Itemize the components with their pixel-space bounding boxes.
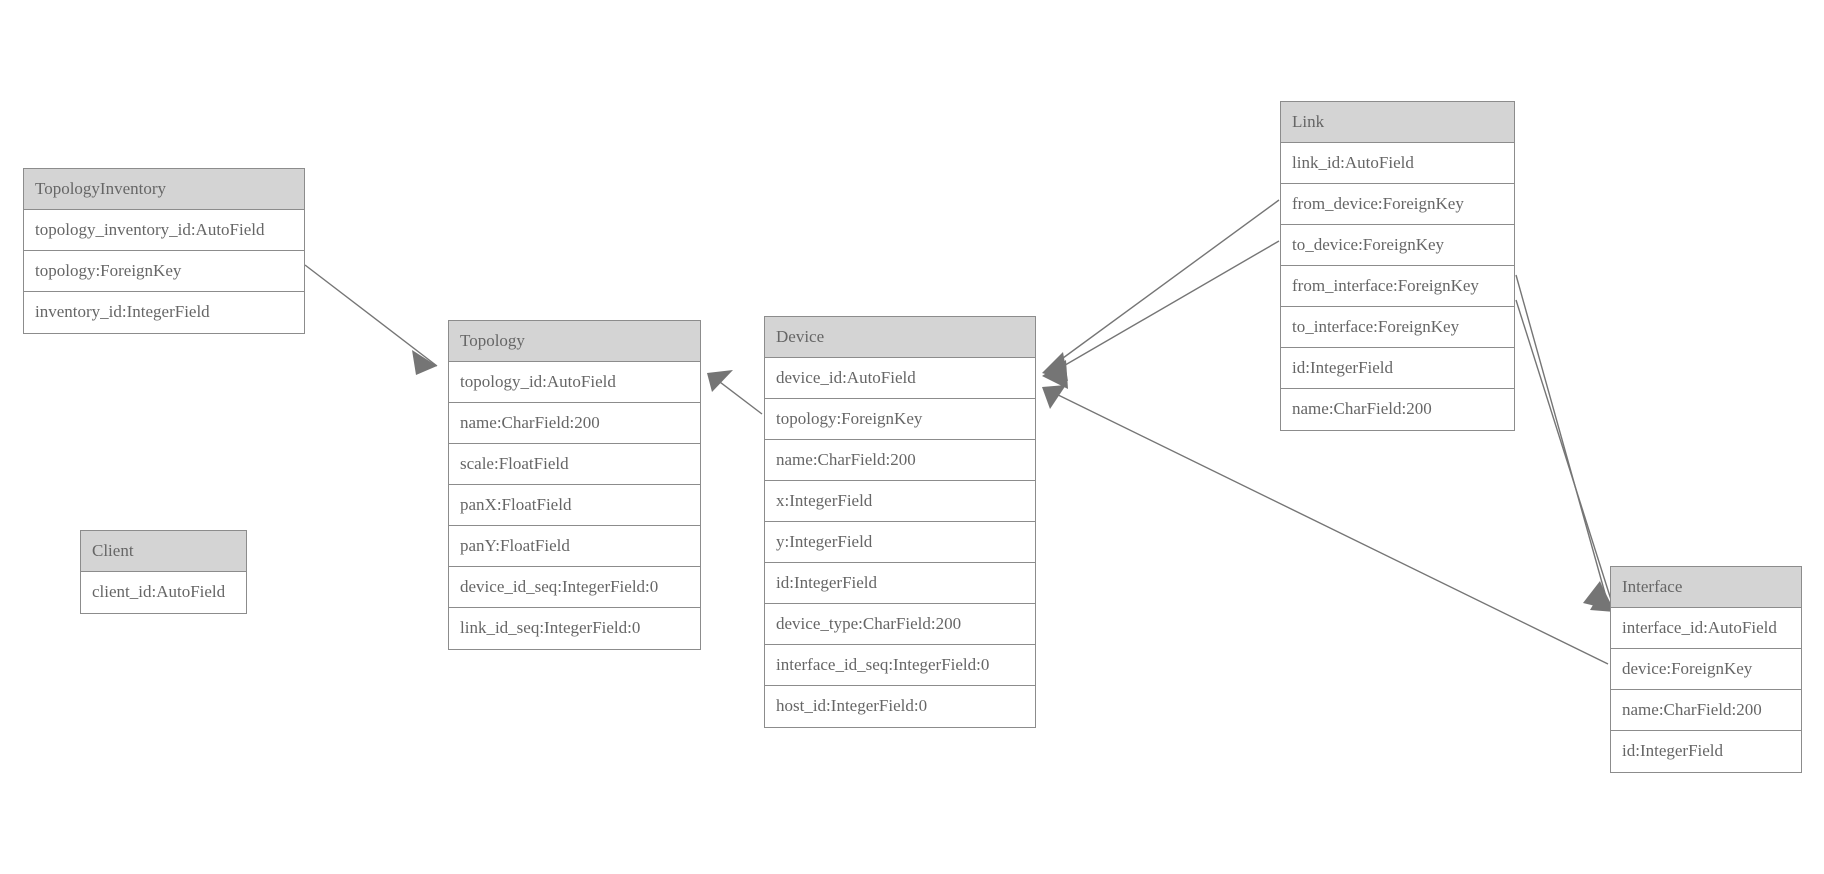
entity-title-topology: Topology bbox=[449, 321, 700, 362]
relationship-line bbox=[1047, 240, 1280, 376]
entity-field: link_id_seq:IntegerField:0 bbox=[449, 608, 700, 649]
relationship-device-topology bbox=[707, 370, 763, 415]
entity-field: client_id:AutoField bbox=[81, 572, 246, 613]
relationship-link-from-interface bbox=[1515, 274, 1612, 610]
entity-field: host_id:IntegerField:0 bbox=[765, 686, 1035, 727]
entity-title-interface: Interface bbox=[1611, 567, 1801, 608]
entity-field: to_interface:ForeignKey bbox=[1281, 307, 1514, 348]
entity-title-link: Link bbox=[1281, 102, 1514, 143]
entity-field: to_device:ForeignKey bbox=[1281, 225, 1514, 266]
entity-field: device_id:AutoField bbox=[765, 358, 1035, 399]
entity-field: topology:ForeignKey bbox=[765, 399, 1035, 440]
relationship-link-to-device bbox=[1042, 240, 1280, 389]
entity-field: from_interface:ForeignKey bbox=[1281, 266, 1514, 307]
entity-field: from_device:ForeignKey bbox=[1281, 184, 1514, 225]
relationship-line bbox=[711, 375, 763, 415]
relationship-topologyinventory-topology bbox=[304, 264, 438, 375]
entity-field: panX:FloatField bbox=[449, 485, 700, 526]
entity-title-device: Device bbox=[765, 317, 1035, 358]
entity-field: x:IntegerField bbox=[765, 481, 1035, 522]
entity-field: inventory_id:IntegerField bbox=[24, 292, 304, 333]
relationship-link-from-device bbox=[1042, 199, 1280, 381]
arrowhead-icon bbox=[412, 350, 437, 375]
relationship-line bbox=[1047, 389, 1609, 665]
entity-field: y:IntegerField bbox=[765, 522, 1035, 563]
relationship-line bbox=[1515, 274, 1609, 605]
entity-field: topology:ForeignKey bbox=[24, 251, 304, 292]
entity-field: id:IntegerField bbox=[765, 563, 1035, 604]
entity-field: name:CharField:200 bbox=[1611, 690, 1801, 731]
entity-field: id:IntegerField bbox=[1611, 731, 1801, 772]
entity-field: device_id_seq:IntegerField:0 bbox=[449, 567, 700, 608]
entity-field: topology_id:AutoField bbox=[449, 362, 700, 403]
arrowhead-icon bbox=[1042, 385, 1066, 409]
arrowhead-icon bbox=[1042, 360, 1068, 389]
entity-title-topology_inventory: TopologyInventory bbox=[24, 169, 304, 210]
arrowhead-icon bbox=[707, 370, 733, 392]
relationship-line bbox=[304, 264, 438, 367]
entity-field: name:CharField:200 bbox=[1281, 389, 1514, 430]
entity-field: name:CharField:200 bbox=[765, 440, 1035, 481]
relationship-line bbox=[1515, 299, 1614, 607]
entity-field: interface_id_seq:IntegerField:0 bbox=[765, 645, 1035, 686]
arrowhead-icon bbox=[1583, 581, 1612, 610]
entity-field: id:IntegerField bbox=[1281, 348, 1514, 389]
arrowhead-icon bbox=[1042, 352, 1068, 381]
entity-field: topology_inventory_id:AutoField bbox=[24, 210, 304, 251]
entity-field: link_id:AutoField bbox=[1281, 143, 1514, 184]
entity-field: name:CharField:200 bbox=[449, 403, 700, 444]
relationship-link-to-interface bbox=[1515, 299, 1615, 612]
entity-field: interface_id:AutoField bbox=[1611, 608, 1801, 649]
entity-field: panY:FloatField bbox=[449, 526, 700, 567]
entity-title-client: Client bbox=[81, 531, 246, 572]
entity-field: device:ForeignKey bbox=[1611, 649, 1801, 690]
entity-field: device_type:CharField:200 bbox=[765, 604, 1035, 645]
relationship-line bbox=[1047, 199, 1280, 370]
entity-field: scale:FloatField bbox=[449, 444, 700, 485]
